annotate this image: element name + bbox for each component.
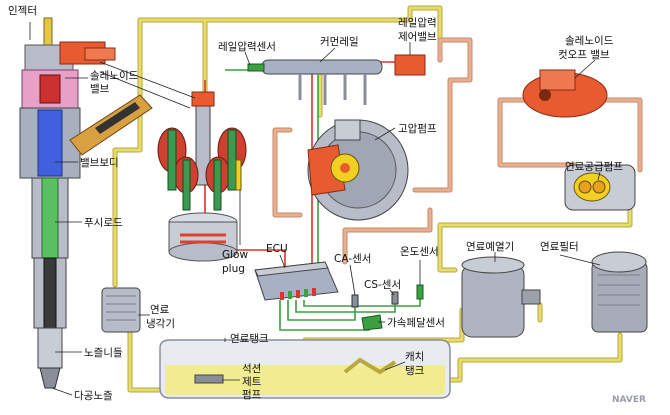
label-ca-sensor: CA-센서	[334, 253, 371, 265]
solenoid-cutoff-valve-part	[522, 69, 608, 118]
label-catch-tank-2: 탱크	[405, 365, 425, 377]
label-solenoid-cutoff-valve-1: 솔레노이드	[565, 35, 614, 47]
fuel-cooler-part	[101, 287, 141, 333]
label-rail-pressure-control-valve-2: 제어밸브	[398, 31, 437, 43]
glow-plug-part	[235, 159, 242, 191]
fuel-preheater-part	[461, 256, 541, 338]
injector-cutaway	[19, 17, 153, 389]
label-fuel-supply-pump: 연료공급펌프	[565, 161, 623, 173]
label-cs-sensor: CS-센서	[364, 279, 401, 291]
label-high-pressure-pump: 고압펌프	[398, 122, 437, 135]
label-accel-pedal-sensor: 가속페달센서	[387, 317, 445, 329]
label-nozzle-needle: 노즐니들	[84, 347, 123, 359]
fuel-filter-part	[591, 251, 648, 333]
suction-jet-pump-part	[194, 374, 224, 384]
label-fuel-filter: 연료필터	[540, 241, 579, 253]
label-glow-plug-1: Glow	[222, 249, 248, 261]
label-solenoid-cutoff-valve-2: 컷오프 밸브	[558, 49, 610, 61]
label-suction-jet-pump-2: 제트	[242, 376, 262, 388]
label-fuel-cooler-2: 냉각기	[146, 318, 175, 330]
label-multi-hole-nozzle: 다공노즐	[74, 390, 113, 402]
high-pressure-pump-part	[307, 119, 409, 221]
label-injector: 인젝터	[8, 5, 37, 17]
label-fuel-cooler-1: 연료	[150, 304, 170, 316]
label-ecu: ECU	[266, 243, 288, 255]
label-push-rod: 푸시로드	[84, 217, 123, 229]
fuel-supply-pump-part	[564, 164, 636, 211]
label-solenoid-valve-2: 밸브	[90, 83, 110, 95]
text-labels: 인젝터 솔레노이드 밸브 밸브보디 푸시로드 노즐니들 다공노즐 레일압력센서 …	[8, 5, 646, 405]
label-fuel-preheater: 연료예열기	[466, 240, 514, 253]
label-catch-tank-1: 캐치	[405, 351, 424, 363]
label-temperature-sensor: 온도센서	[400, 246, 439, 258]
label-common-rail: 커먼레일	[320, 35, 359, 48]
label-rail-pressure-sensor: 레일압력센서	[218, 40, 276, 53]
watermark: NAVER	[612, 395, 646, 405]
rail-pressure-control-valve-part	[394, 54, 426, 76]
label-rail-pressure-control-valve-1: 레일압력	[398, 16, 437, 29]
label-glow-plug-2: plug	[222, 263, 245, 275]
label-solenoid-valve-1: 솔레노이드	[90, 70, 139, 82]
label-suction-jet-pump-3: 펌프	[242, 389, 262, 401]
catch-tank-part	[343, 357, 397, 375]
fuel-tank-part	[159, 339, 451, 399]
label-suction-jet-pump-1: 석션	[242, 363, 261, 375]
rail-pressure-sensor-part	[247, 63, 265, 72]
common-rail-part	[247, 54, 426, 105]
engine-cutaway	[157, 91, 247, 262]
multi-hole-nozzle-tip	[39, 367, 61, 389]
label-pointers	[29, 22, 601, 396]
ecu-part	[254, 261, 339, 301]
label-valve-body: 밸브보디	[80, 157, 119, 169]
push-rod-part	[41, 177, 59, 259]
label-fuel-tank: 연료탱크	[230, 333, 269, 345]
sensors-part	[351, 284, 424, 331]
